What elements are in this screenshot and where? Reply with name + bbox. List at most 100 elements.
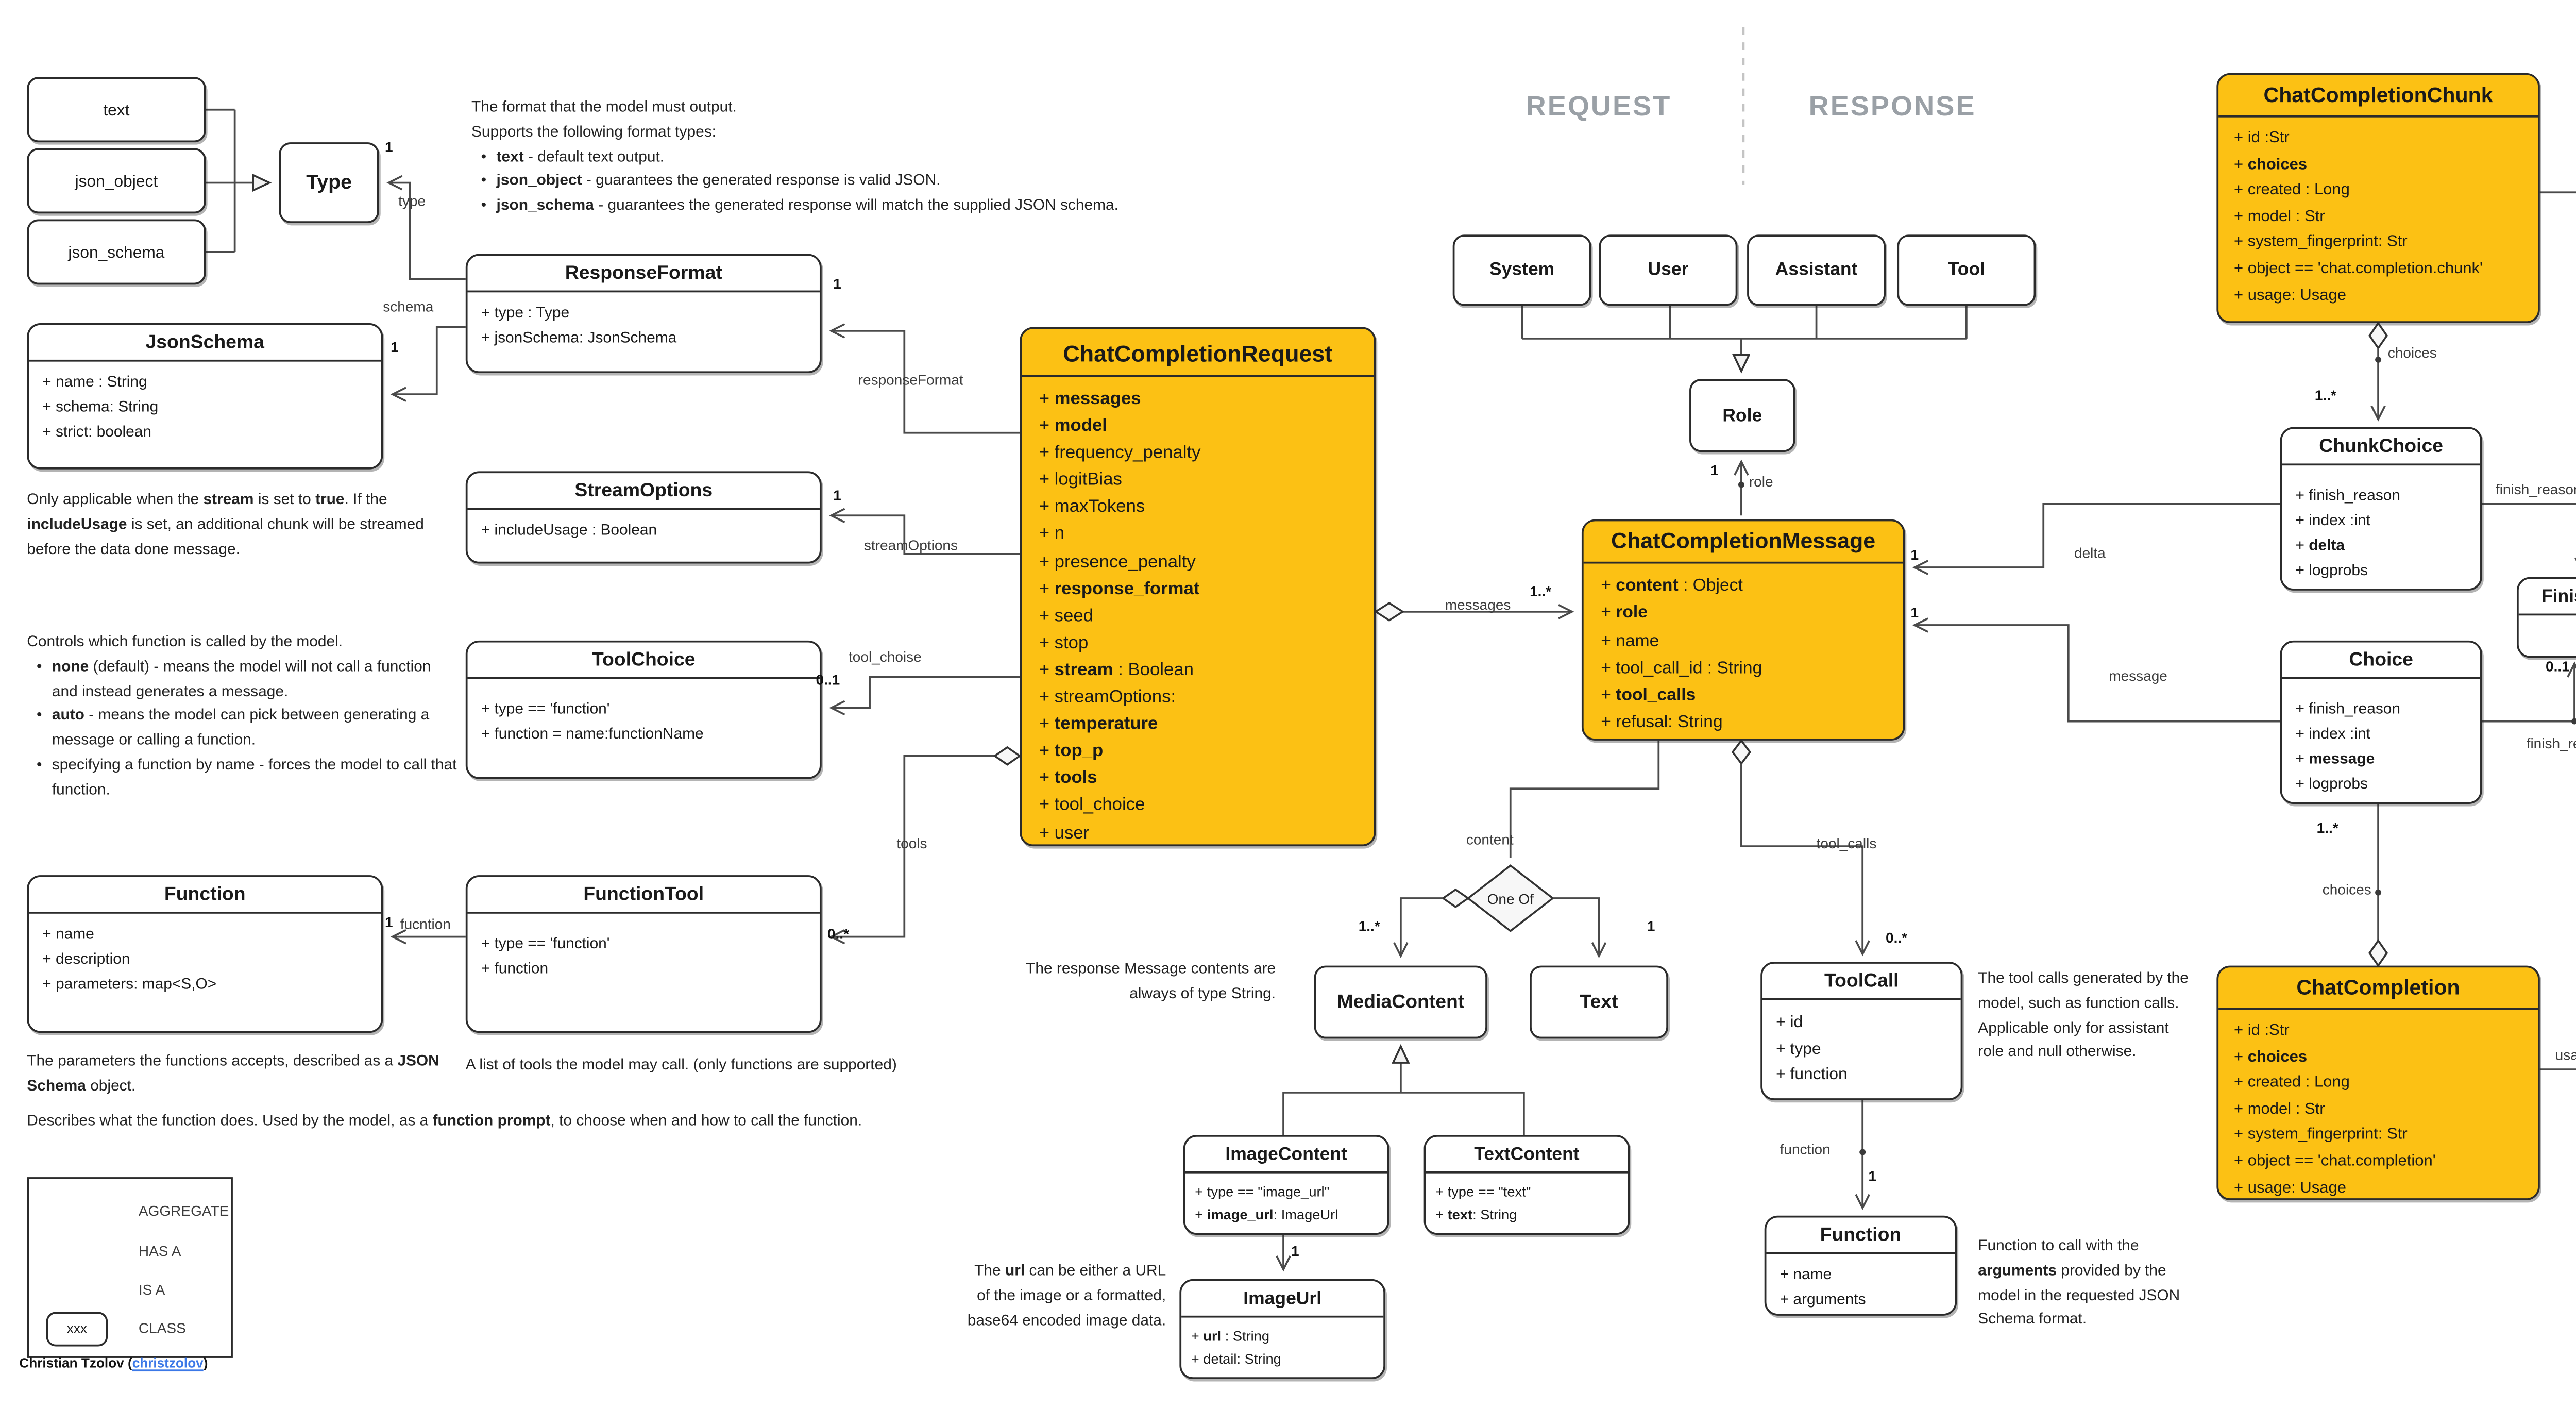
class-title: StreamOptions (467, 473, 820, 510)
mult-tool-choice: 0..1 (816, 671, 840, 689)
mult-oneof-text: 1 (1647, 917, 1655, 935)
credit-line: Christian Tzolov (christzolov) (19, 1358, 208, 1371)
edge-role-tree (1521, 306, 1968, 340)
class-title: ToolCall (1762, 964, 1961, 1000)
class-response-format: ResponseFormat + type : Type+ jsonSchema… (465, 254, 822, 374)
dot-chunk-choices (2375, 356, 2382, 363)
class-image-content: ImageContent + type == "image_url"+ imag… (1183, 1134, 1389, 1235)
mult-stream-options: 1 (833, 487, 841, 504)
class-json-schema: JsonSchema + name : String+ schema: Stri… (27, 323, 383, 470)
mult-message: 1 (1910, 604, 1919, 622)
label-messages: messages (1445, 596, 1511, 614)
label-content: content (1466, 831, 1514, 848)
dot-role (1738, 481, 1744, 488)
edge-message (1912, 617, 2280, 723)
class-attributes: + type == 'function'+ function = name:fu… (481, 700, 704, 743)
legend-class-label: CLASS (138, 1319, 186, 1337)
label-choice-finish-reason: finish_reason (2526, 734, 2576, 752)
class-attributes: + finish_reason+ index :int+ delta+ logp… (2295, 487, 2401, 579)
label-chunkchoice-finish-reason: finish_reason (2495, 481, 2576, 498)
class-attributes: + includeUsage : Boolean (481, 521, 657, 539)
label-schema: schema (383, 298, 434, 316)
box-system: System (1452, 234, 1591, 306)
class-title: ChatCompletionMessage (1583, 521, 1903, 564)
mult-function-tool: 0..* (827, 925, 849, 943)
class-title: ToolChoice (467, 643, 820, 679)
mult-oneof-media: 1..* (1358, 917, 1380, 935)
label-message: message (2109, 667, 2167, 685)
class-attributes: + content : Object+ role+ name+ tool_cal… (1601, 575, 1762, 732)
note-stream-options: Only applicable when the stream is set t… (27, 490, 424, 557)
class-title: FinishReason (2518, 579, 2576, 616)
class-function-call: Function + name+ arguments (1764, 1215, 1957, 1316)
class-title: ChatCompletionRequest (1022, 329, 1374, 377)
box-json-schema: json_schema (27, 219, 206, 285)
label-tool-calls: tool_calls (1816, 834, 1877, 852)
class-attributes: + id+ type+ function (1776, 1012, 1848, 1083)
edge-chunkchoice-finishreason (2482, 502, 2576, 574)
note-tools-list: A list of tools the model may call. (onl… (465, 1055, 897, 1074)
box-assistant: Assistant (1747, 234, 1886, 306)
aggregate-diamond-messages (1374, 601, 1405, 622)
class-title: JsonSchema (29, 325, 381, 362)
label-response-format: responseFormat (858, 371, 963, 389)
class-tool-call: ToolCall + id+ type+ function (1760, 962, 1963, 1100)
legend-isa-label: IS A (138, 1281, 165, 1299)
class-title: TextContent (1426, 1137, 1628, 1174)
one-of-diamond (1466, 864, 1554, 932)
label-stream-options: streamOptions (863, 537, 958, 554)
credit-link[interactable]: christzolov (132, 1357, 204, 1372)
box-role: Role (1689, 379, 1795, 452)
edge-content (1509, 740, 1660, 858)
class-attributes: + id :Str+ choices+ created : Long+ mode… (2233, 127, 2483, 304)
class-chat-completion: ChatCompletion + id :Str+ choices+ creat… (2216, 965, 2540, 1200)
mult-image-url: 1 (1291, 1243, 1299, 1260)
class-attributes: + type == 'function'+ function (481, 934, 610, 977)
class-chat-completion-message: ChatCompletionMessage + content : Object… (1581, 519, 1905, 741)
label-function: fucntion (400, 915, 451, 933)
edge-tool-choice (829, 676, 1020, 716)
class-chunk-choice: ChunkChoice + finish_reason+ index :int+… (2280, 427, 2482, 591)
legend-aggregate-label: AGGREGATE (138, 1202, 229, 1220)
edge-tool-calls (1740, 763, 1870, 957)
response-header: RESPONSE (1808, 92, 1976, 123)
request-header: REQUEST (1526, 92, 1672, 123)
box-media-content: MediaContent (1314, 965, 1487, 1039)
class-text-content: TextContent + type == "text"+ text: Stri… (1423, 1134, 1630, 1235)
note-response-contents: The response Message contents are always… (1026, 960, 1276, 1002)
mult-function: 1 (384, 913, 393, 931)
note-tool-calls: The tool calls generated by the model, s… (1978, 969, 2189, 1061)
class-attributes: + name : String+ schema: String+ strict:… (42, 373, 159, 441)
class-chat-completion-request: ChatCompletionRequest + messages+ model+… (1020, 327, 1376, 847)
class-attributes: + id :Str+ choices+ created : Long+ mode… (2233, 1019, 2436, 1196)
box-user: User (1599, 234, 1738, 306)
mult-response-format: 1 (833, 275, 841, 293)
dot-choice-finishreason (2571, 718, 2576, 725)
dot-choice-choices (2375, 889, 2382, 896)
legend-class-sample: xxx (46, 1312, 108, 1347)
note-tool-choice: Controls which function is called by the… (27, 631, 458, 803)
mult-role: 1 (1710, 461, 1719, 479)
class-title: ResponseFormat (467, 256, 820, 293)
note-response-format: The format that the model must output.Su… (471, 96, 1241, 220)
class-attributes: + type : Type+ jsonSchema: JsonSchema (481, 304, 677, 346)
mult-cc-choices: 1..* (2316, 819, 2338, 837)
class-choice: Choice + finish_reason+ index :int+ mess… (2280, 640, 2482, 804)
class-attributes: + name+ arguments (1780, 1265, 1866, 1308)
note-image-url: The url can be either a URL of the image… (967, 1262, 1166, 1329)
class-title: Function (1766, 1217, 1955, 1254)
class-title: ChatCompletion (2218, 967, 2538, 1010)
class-title: Choice (2282, 643, 2481, 679)
class-stream-options: StreamOptions + includeUsage : Boolean (465, 471, 822, 564)
mult-tool-call: 0..* (1886, 929, 1908, 947)
class-function-tool: FunctionTool + type == 'function'+ funct… (465, 875, 822, 1033)
class-attributes: + name+ description+ parameters: map<S,O… (42, 925, 217, 993)
note-parameters: The parameters the functions accepts, de… (27, 1052, 439, 1094)
edge-oneof-text (1552, 897, 1607, 959)
class-image-url: ImageUrl + url : String+ detail: String (1179, 1279, 1385, 1379)
mult-messages: 1..* (1530, 582, 1552, 600)
class-attributes: + type == "image_url"+ image_url: ImageU… (1195, 1183, 1338, 1222)
class-title: ImageContent (1185, 1137, 1387, 1174)
class-attributes: + messages+ model+ frequency_penalty+ lo… (1039, 388, 1201, 842)
